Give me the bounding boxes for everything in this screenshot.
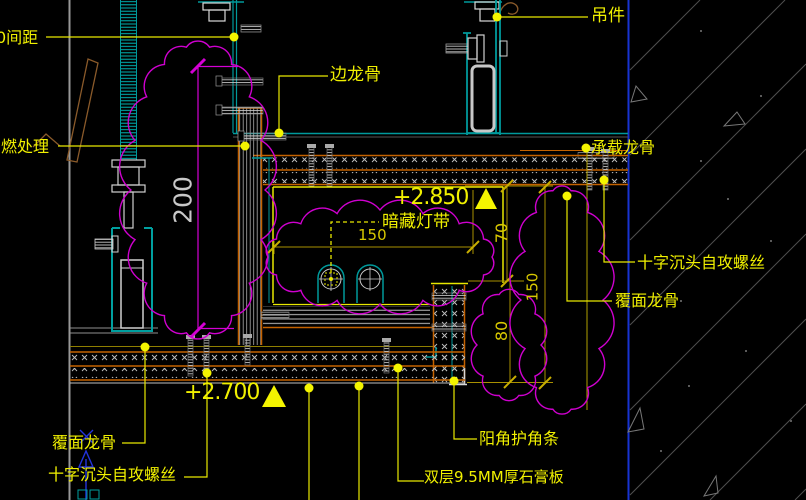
label-flame-treatment: 燃处理	[1, 137, 50, 156]
leader-dots	[140, 12, 609, 393]
elevation-triangle-upper	[475, 188, 497, 209]
tie-wire	[498, 2, 519, 16]
label-face-keel-left: 覆面龙骨	[52, 433, 117, 452]
revision-clouds	[118, 40, 615, 415]
cropped-teal-text	[77, 489, 100, 500]
bolt	[94, 238, 114, 250]
wood-blocking	[32, 58, 99, 163]
threaded-rod-assembly	[94, 0, 153, 332]
bolt	[445, 43, 469, 54]
elevation-upper: +2.850	[393, 185, 469, 210]
dim-80-vertical: 80	[492, 320, 511, 342]
label-screw-left: 十字沉头自攻螺丝	[48, 465, 177, 484]
center-hanger	[445, 0, 519, 135]
upper-ceiling-boards	[233, 132, 628, 186]
leader-lines	[46, 16, 635, 500]
label-corner-bead: 阳角护角条	[479, 429, 560, 448]
label-gypsum-board: 双层9.5MM厚石膏板	[424, 468, 564, 486]
label-edge-keel: 边龙骨	[330, 65, 381, 85]
elevation-triangle-lower	[262, 385, 286, 407]
lower-ceiling-boards	[70, 334, 465, 384]
dimension-olive-set	[267, 150, 588, 410]
cove-lamp-2	[356, 264, 384, 303]
dim-150-horizontal: 150	[358, 226, 387, 244]
dim-70-vertical: 70	[492, 222, 511, 244]
label-spacing: 0间距	[0, 28, 39, 47]
hanger-channel	[111, 227, 153, 332]
dimension-200	[189, 57, 238, 339]
light-strip-leader	[330, 221, 379, 273]
rod-nut	[111, 159, 146, 229]
aggregate-triangles	[627, 84, 746, 497]
label-face-keel-right: 覆面龙骨	[615, 291, 680, 310]
concrete-wall-section	[627, 0, 806, 500]
section-arrow	[77, 429, 95, 500]
label-hanger: 吊件	[591, 6, 625, 26]
elevation-lower: +2.700	[184, 380, 260, 405]
label-screw-right: 十字沉头自攻螺丝	[637, 253, 766, 272]
dimension-ticks	[267, 179, 552, 390]
label-light-strip: 暗藏灯带	[382, 212, 450, 232]
dim-200-vertical: 200	[168, 176, 198, 224]
label-load-keel: 承载龙骨	[591, 138, 656, 157]
dim-150-vertical: 150	[523, 272, 542, 302]
hanger-bracket	[470, 64, 496, 133]
